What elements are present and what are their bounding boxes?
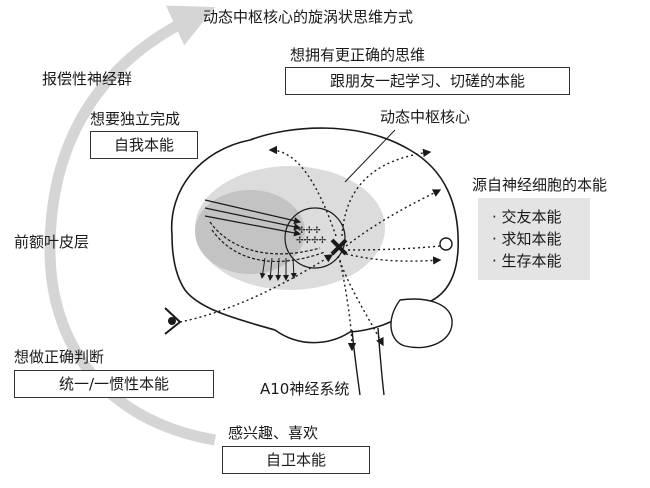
instinct-item: · 求知本能 — [492, 230, 562, 248]
svg-text:✢✢✢✢: ✢✢✢✢ — [296, 236, 327, 246]
core-circle — [284, 207, 346, 269]
upper-left-box: 自我本能 — [90, 131, 198, 159]
bottom-heading: 感兴趣、喜欢 — [228, 424, 319, 442]
diagram-title: 动态中枢核心的旋涡状思维方式 — [203, 8, 414, 26]
lower-arrow-fan — [259, 257, 297, 281]
right-heading: 源自神经细胞的本能 — [472, 176, 608, 194]
core-label: 动态中枢核心 — [380, 108, 471, 126]
right-box: · 交友本能 · 求知本能 · 生存本能 — [478, 198, 590, 280]
lower-left-heading: 想做正确判断 — [14, 348, 105, 366]
core-cluster: ✢✢✢ ✢✢✢✢ — [296, 226, 327, 246]
reward-label: 报偿性神经群 — [42, 70, 133, 88]
top-heading: 想拥有更正确的思维 — [290, 46, 426, 64]
prefrontal-label: 前额叶皮层 — [14, 233, 90, 251]
dotted-arrows — [179, 145, 442, 352]
spiral-arrow — [44, 5, 216, 446]
prefrontal-shade — [195, 190, 305, 274]
top-box: 跟朋友一起学习、切磋的本能 — [285, 67, 570, 95]
instinct-item: · 交友本能 — [492, 208, 562, 226]
small-circle-icon — [439, 237, 453, 251]
upper-left-heading: 想要独立完成 — [90, 110, 181, 128]
a10-label: A10神经系统 — [260, 380, 350, 398]
core-pointer — [344, 129, 396, 183]
bottom-box: 自卫本能 — [222, 446, 370, 474]
instinct-item: · 生存本能 — [492, 252, 562, 270]
lower-left-box: 统一/一惯性本能 — [14, 370, 214, 398]
cerebellum — [390, 298, 453, 349]
brainstem — [351, 327, 385, 396]
eye-icon — [164, 307, 182, 335]
core-cross-icon — [330, 238, 348, 256]
svg-text:✢✢✢: ✢✢✢ — [298, 226, 321, 236]
converging-lines — [204, 199, 326, 263]
